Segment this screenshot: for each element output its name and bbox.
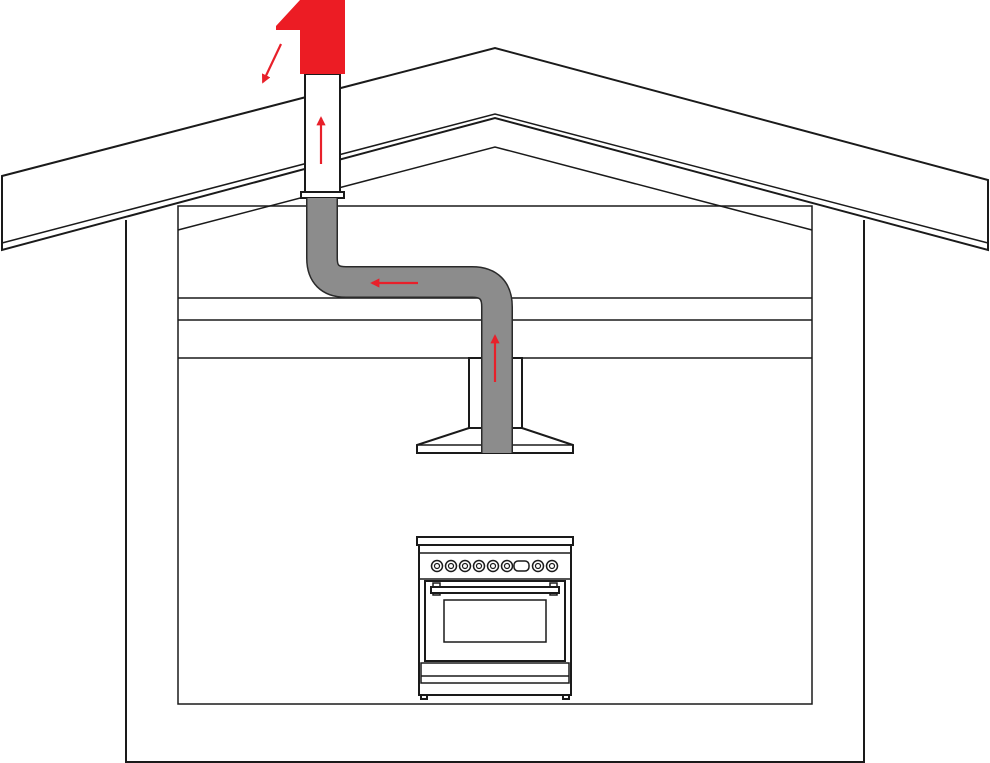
airflow-arrows — [261, 43, 500, 382]
control-knob-icon — [531, 559, 545, 573]
control-knob-icon — [458, 559, 472, 573]
control-knob-icon — [545, 559, 559, 573]
range-stove — [416, 536, 574, 700]
roof-vent-cap — [276, 0, 345, 74]
oven-door — [424, 580, 566, 662]
arrow-exhaust-outside — [261, 43, 282, 84]
stove-control-knobs — [430, 559, 559, 573]
control-knob-icon — [486, 559, 500, 573]
oven-window — [443, 599, 547, 643]
oven-handle — [430, 582, 560, 596]
control-knob-icon — [430, 559, 444, 573]
vent-pipe — [300, 73, 345, 199]
control-knob-icon — [444, 559, 458, 573]
house-exterior-wall — [125, 220, 865, 763]
control-knob-icon — [472, 559, 486, 573]
interior-room — [177, 205, 813, 705]
control-knob-icon — [500, 559, 514, 573]
stove-display-icon — [513, 560, 530, 572]
roof — [1, 46, 989, 252]
